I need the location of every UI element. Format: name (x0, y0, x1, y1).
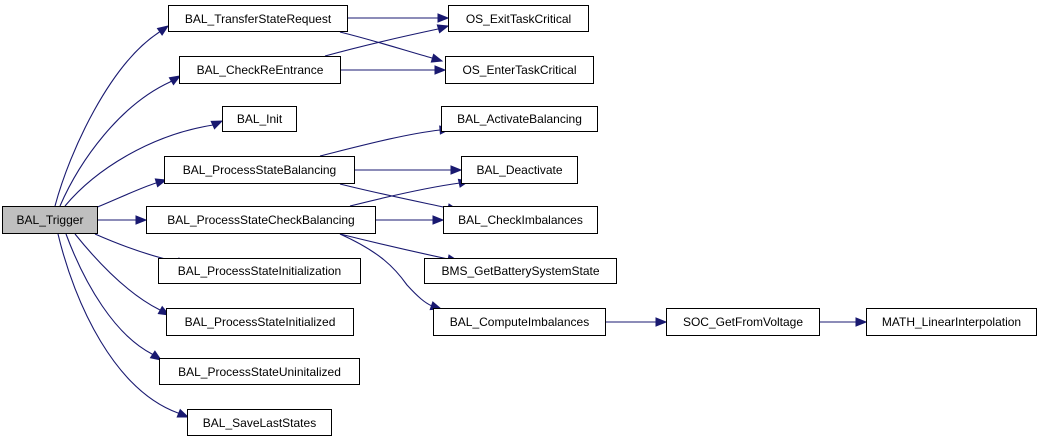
edge-bal_trigger-to-bal_savelaststates (57, 233, 190, 418)
edge-bal_trigger-to-bal_init (64, 120, 224, 207)
node-bal-deactivate[interactable]: BAL_Deactivate (461, 156, 578, 184)
edge-bal_transferstaterequest-to-os_entertaskcritical (339, 31, 444, 63)
arrowhead-icon (154, 178, 168, 188)
arrowhead-icon (149, 350, 163, 361)
arrowhead-icon (450, 165, 463, 175)
node-os-exittaskcritical[interactable]: OS_ExitTaskCritical (448, 5, 589, 32)
edge-line (59, 80, 172, 207)
node-bal-checkreentrance[interactable]: BAL_CheckReEntrance (179, 56, 341, 84)
edge-bal_processstatebalancing-to-bal_activatebalancing (319, 125, 452, 157)
edge-line (94, 182, 157, 209)
arrowhead-icon (434, 65, 447, 75)
node-soc-getfromvoltage[interactable]: SOC_GetFromVoltage (666, 308, 820, 336)
node-bal-processstatebalancing[interactable]: BAL_ProcessStateBalancing (164, 156, 355, 184)
edge-soc_getfromvoltage-to-math_linearinterpolation (820, 317, 868, 327)
edge-line (65, 233, 154, 355)
node-bal-transferstaterequest[interactable]: BAL_TransferStateRequest (168, 5, 348, 32)
edge-line (319, 129, 441, 157)
edge-bal_transferstaterequest-to-os_exittaskcritical (348, 13, 450, 23)
arrowhead-icon (176, 408, 190, 418)
edge-line (339, 233, 449, 260)
edge-bal_processstatecheckbalancing-to-bal_deactivate (349, 178, 471, 207)
edge-bal_processstatebalancing-to-bal_deactivate (355, 165, 463, 175)
arrowhead-icon (210, 120, 224, 130)
arrowhead-icon (430, 53, 444, 63)
node-bal-processstateuninitalized[interactable]: BAL_ProcessStateUninitalized (159, 358, 360, 385)
edge-bal_trigger-to-bal_transferstaterequest (54, 25, 170, 207)
edge-bal_trigger-to-bal_checkreentrance (59, 75, 182, 207)
edge-bal_computeimbalances-to-soc_getfromvoltage (606, 317, 668, 327)
edge-line (339, 31, 433, 59)
node-bal-processstatecheckbalancing[interactable]: BAL_ProcessStateCheckBalancing (146, 206, 376, 234)
edge-line (57, 233, 179, 414)
arrowhead-icon (436, 24, 450, 34)
node-bal-computeimbalances[interactable]: BAL_ComputeImbalances (433, 308, 606, 336)
node-bal-processstateinitialized[interactable]: BAL_ProcessStateInitialized (166, 308, 354, 336)
node-bal-init[interactable]: BAL_Init (222, 106, 297, 132)
edge-bal_processstatecheckbalancing-to-bal_checkimbalances (376, 215, 445, 225)
edge-bal_processstatecheckbalancing-to-bal_computeimbalances (339, 233, 443, 311)
arrowhead-icon (135, 215, 148, 225)
edge-bal_trigger-to-bal_processstateuninitalized (65, 233, 163, 361)
edge-line (349, 182, 461, 207)
node-math-linearinterpolation[interactable]: MATH_LinearInterpolation (866, 308, 1037, 336)
edge-line (64, 124, 215, 207)
node-os-entertaskcritical[interactable]: OS_EnterTaskCritical (445, 56, 594, 84)
edge-line (339, 233, 433, 307)
edge-bal_trigger-to-bal_processstateinitialized (74, 233, 171, 316)
node-bal-activatebalancing[interactable]: BAL_ActivateBalancing (441, 106, 598, 132)
arrowhead-icon (156, 25, 170, 36)
edge-bal_checkreentrance-to-os_exittaskcritical (324, 24, 450, 57)
node-bal-checkimbalances[interactable]: BAL_CheckImbalances (443, 206, 598, 234)
edge-bal_trigger-to-bal_processstatecheckbalancing (98, 215, 148, 225)
node-bms-getbatterysystemstate[interactable]: BMS_GetBatterySystemState (424, 258, 617, 284)
edge-line (74, 233, 161, 311)
arrowhead-icon (855, 317, 868, 327)
arrowhead-icon (432, 215, 445, 225)
arrowhead-icon (437, 13, 450, 23)
node-bal-savelaststates[interactable]: BAL_SaveLastStates (187, 409, 332, 436)
edge-line (324, 28, 439, 57)
edge-bal_trigger-to-bal_processstatebalancing (94, 178, 168, 209)
edge-line (54, 31, 161, 207)
edge-bal_checkreentrance-to-os_entertaskcritical (341, 65, 447, 75)
arrowhead-icon (655, 317, 668, 327)
node-bal-processstateinitialization[interactable]: BAL_ProcessStateInitialization (158, 258, 361, 284)
node-bal-trigger: BAL_Trigger (2, 206, 98, 234)
arrowhead-icon (168, 75, 182, 86)
